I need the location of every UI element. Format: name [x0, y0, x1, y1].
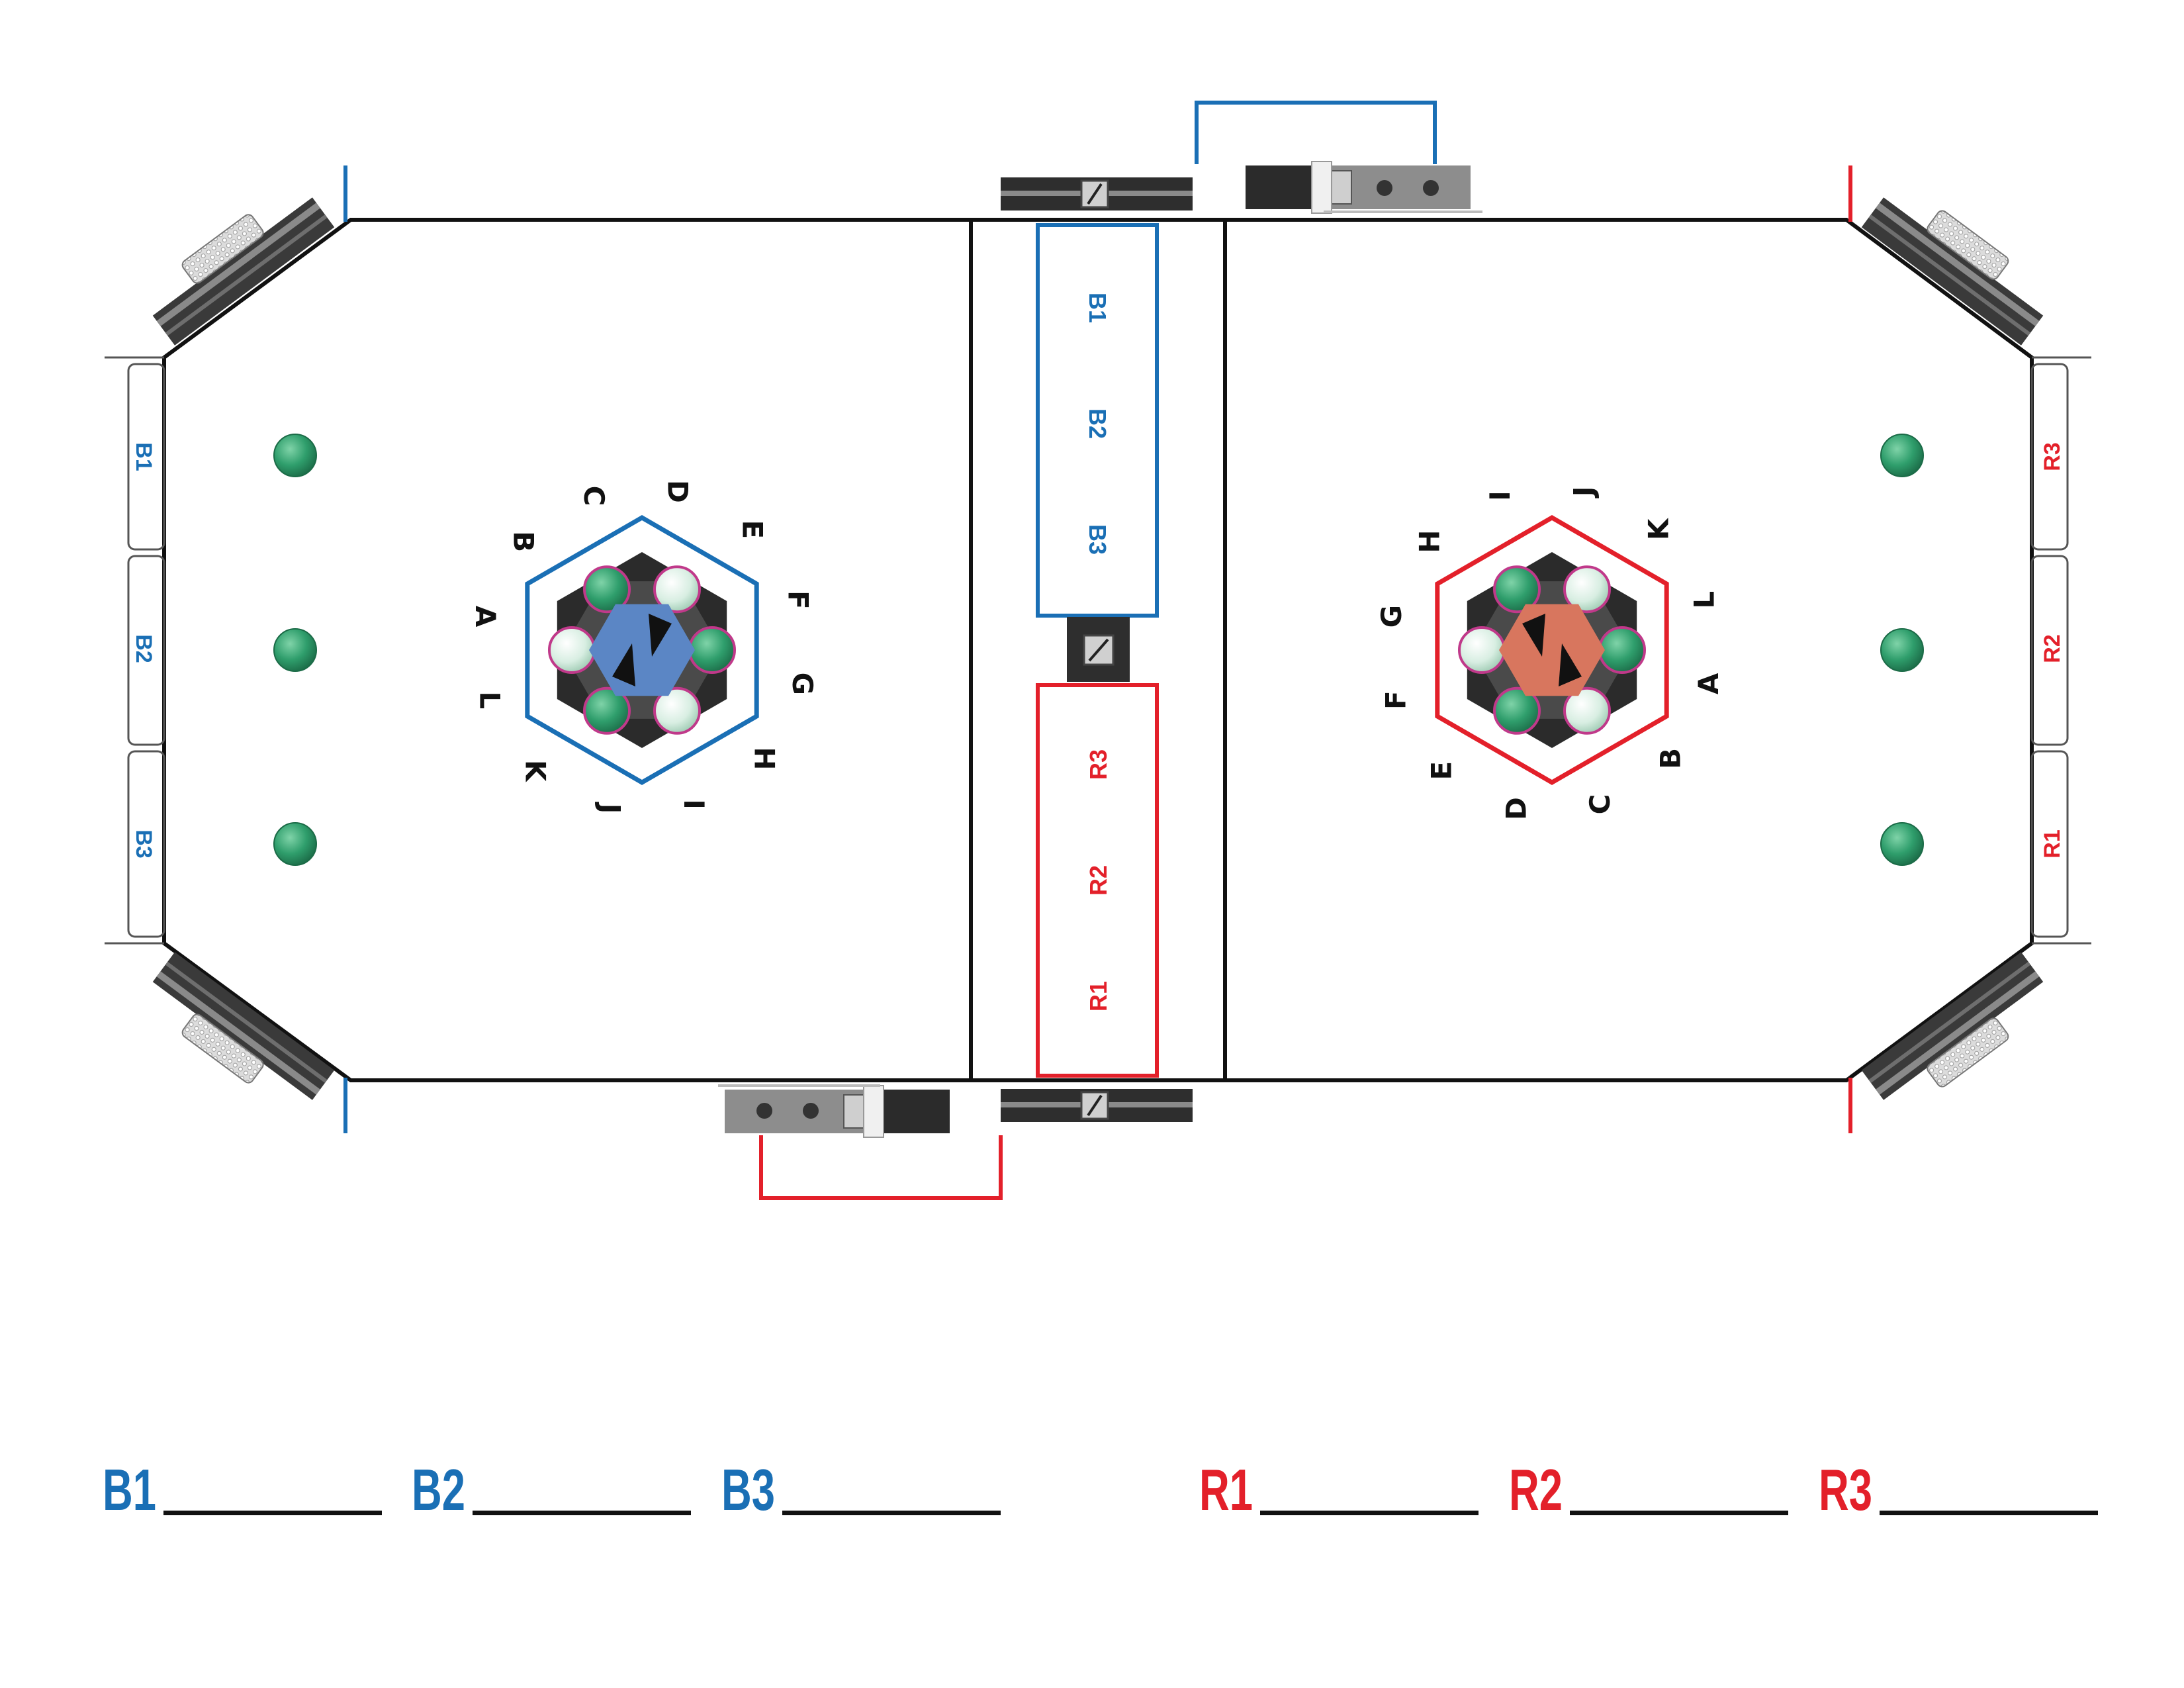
- signature-r2: R2: [1509, 1453, 1788, 1519]
- goal-ball: [1563, 565, 1611, 614]
- goal-ball: [653, 565, 701, 614]
- left-station-label: B3: [131, 829, 156, 858]
- goal-letter: E: [1426, 761, 1458, 780]
- blue-center-zone: [1036, 223, 1159, 618]
- bottom-tray: [999, 1088, 1194, 1123]
- red-dispenser: [724, 1085, 950, 1138]
- signature-code: R1: [1199, 1457, 1253, 1523]
- goal-letter: K: [1642, 518, 1674, 540]
- goal-letter: H: [749, 747, 781, 770]
- goal-letter: H: [1413, 530, 1445, 553]
- goal-letter: F: [782, 590, 815, 610]
- goal-letter: J: [1567, 487, 1600, 499]
- ball: [273, 628, 317, 672]
- red-zone-label: R1: [1085, 981, 1112, 1011]
- goal-ball: [1598, 626, 1646, 674]
- red-zone-label: R2: [1085, 865, 1112, 896]
- center-post: [1067, 617, 1130, 682]
- goal-outline: [525, 514, 759, 786]
- red-zone-label: R3: [1085, 749, 1112, 780]
- right-station-label: R1: [2040, 829, 2065, 858]
- signature-b3: B3: [721, 1453, 1001, 1519]
- signature-line[interactable]: [1570, 1511, 1788, 1515]
- signature-line[interactable]: [1880, 1511, 2098, 1515]
- goal-ball: [548, 626, 596, 674]
- loose-balls: [273, 434, 1924, 866]
- goal-letter: L: [474, 691, 506, 709]
- blue-zone-label: B3: [1084, 524, 1111, 555]
- goal-ball: [653, 686, 701, 735]
- goal-wedge: [1559, 643, 1582, 686]
- blue-zone-label: B2: [1084, 408, 1111, 439]
- goal-ball: [1458, 626, 1506, 674]
- goal-letter: D: [1500, 797, 1533, 820]
- signature-line[interactable]: [163, 1511, 382, 1515]
- goal-ball: [1493, 565, 1541, 614]
- goal-letter: A: [469, 606, 502, 628]
- signature-code: B3: [721, 1457, 775, 1523]
- red-goal: A B C D E F G H I J K L: [1375, 487, 1725, 820]
- signature-code: R2: [1509, 1457, 1563, 1523]
- ball: [1880, 434, 1924, 477]
- goal-ball: [1493, 686, 1541, 735]
- signature-b1: B1: [103, 1453, 382, 1519]
- goal-wedge: [612, 643, 635, 686]
- signature-r3: R3: [1819, 1453, 2098, 1519]
- blue-dispenser: [1245, 161, 1471, 214]
- goal-ball: [688, 626, 736, 674]
- goal-letter: D: [661, 480, 694, 503]
- goal-letter: L: [1688, 591, 1721, 609]
- left-station-label: B1: [131, 442, 156, 471]
- signature-code: B2: [412, 1457, 465, 1523]
- goal-ball: [1563, 686, 1611, 735]
- blue-bracket: [1195, 101, 1437, 164]
- goal-wedge: [1522, 614, 1545, 657]
- signature-r1: R1: [1199, 1453, 1479, 1519]
- goal-outline: [1435, 514, 1669, 786]
- top-tray: [999, 176, 1194, 212]
- goal-letter: B: [507, 531, 539, 552]
- goal-letter: B: [1655, 748, 1687, 769]
- ball: [1880, 822, 1924, 866]
- goal-letter: C: [578, 486, 610, 506]
- signature-line[interactable]: [782, 1511, 1001, 1515]
- red-center-zone: [1036, 683, 1159, 1078]
- goal-ball: [583, 565, 631, 614]
- goal-letter: I: [1484, 491, 1516, 501]
- goal-ball: [583, 686, 631, 735]
- goal-letter: I: [678, 799, 710, 810]
- goal-letter: G: [1375, 605, 1408, 628]
- right-station-label: R3: [2040, 442, 2065, 471]
- signature-code: R3: [1819, 1457, 1872, 1523]
- left-station-label: B2: [131, 634, 156, 663]
- right-station-label: R2: [2040, 634, 2065, 663]
- ball: [273, 822, 317, 866]
- goal-letter: F: [1380, 690, 1412, 710]
- signature-line[interactable]: [473, 1511, 691, 1515]
- goal-letter: K: [520, 760, 552, 782]
- goal-letter: A: [1692, 673, 1725, 694]
- goal-letter: G: [786, 673, 819, 695]
- signature-code: B1: [103, 1457, 156, 1523]
- right-station-rail: [2030, 356, 2091, 945]
- signature-line[interactable]: [1260, 1511, 1479, 1515]
- signature-b2: B2: [412, 1453, 691, 1519]
- goal-letter: C: [1584, 794, 1616, 815]
- blue-zone-label: B1: [1084, 293, 1111, 323]
- ball: [1880, 628, 1924, 672]
- blue-goal: A B C D E F G H I J K L: [469, 480, 819, 814]
- red-bracket: [759, 1135, 1003, 1200]
- goal-letter: E: [736, 520, 768, 539]
- left-station-rail: [105, 356, 165, 945]
- goal-letter: J: [594, 802, 627, 814]
- goal-wedge: [649, 614, 672, 657]
- ball: [273, 434, 317, 477]
